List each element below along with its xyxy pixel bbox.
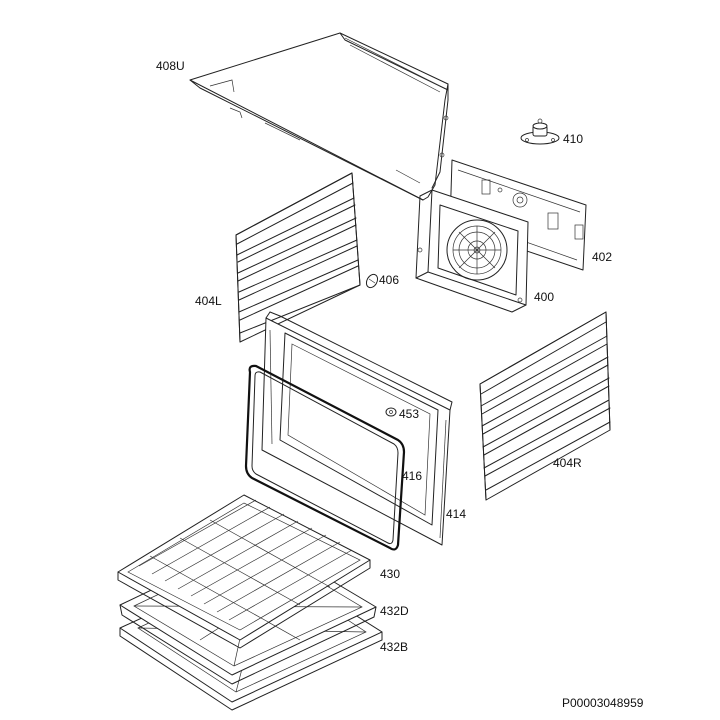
label-lamp-holder: 406: [379, 273, 399, 287]
label-door-gasket: 416: [402, 469, 422, 483]
label-lamp-cover: 453: [399, 407, 419, 421]
label-back-panel: 402: [592, 250, 612, 264]
door-gasket-part: [244, 364, 406, 551]
fan-assembly-part: [415, 189, 529, 313]
label-oven-cavity-front: 414: [446, 507, 466, 521]
document-code: P00003048959: [562, 696, 644, 710]
label-left-shelf-support: 404L: [195, 294, 222, 308]
top-panel-part: [189, 32, 449, 201]
lamp-holder-part: [365, 273, 379, 289]
label-baking-tray: 432B: [380, 640, 408, 654]
label-right-shelf-support: 404R: [553, 456, 582, 470]
oven-cavity-front-part: [261, 311, 453, 546]
thermostat-part: [520, 118, 560, 145]
label-thermostat: 410: [563, 132, 583, 146]
left-shelf-support-part: [235, 172, 361, 343]
lamp-cover-part: [385, 407, 397, 417]
label-top-panel: 408U: [156, 59, 185, 73]
label-deep-tray: 432D: [380, 604, 409, 618]
label-wire-rack: 430: [380, 567, 400, 581]
label-fan-assembly: 400: [534, 290, 554, 304]
right-shelf-support-part: [479, 311, 611, 501]
wire-rack-part: [117, 494, 371, 649]
